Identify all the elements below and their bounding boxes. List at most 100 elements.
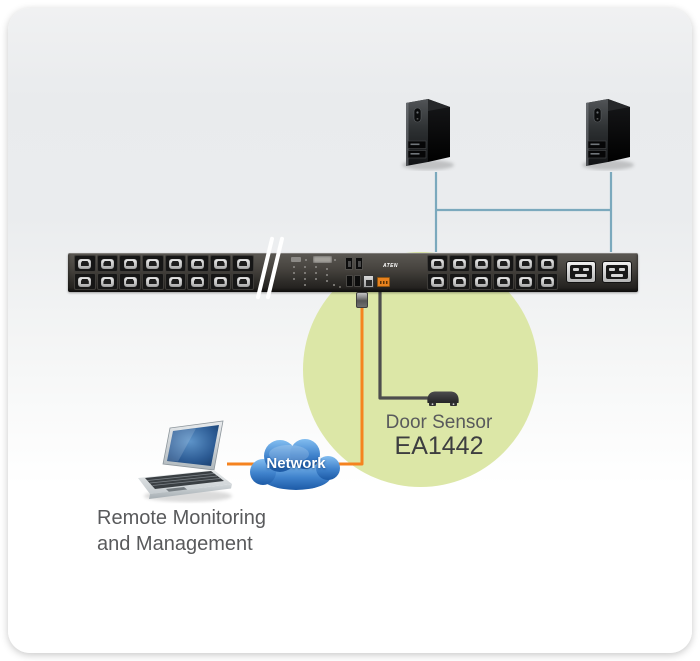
c13-outlet — [96, 273, 119, 290]
outlet-socket — [214, 276, 228, 287]
sensor-terminal-port — [377, 277, 390, 287]
outlet-socket — [541, 258, 554, 269]
pdu-left-outlet-bank — [74, 255, 254, 290]
outlet-pinhole — [521, 260, 530, 267]
outlet-pinhole — [499, 260, 508, 267]
c19-outlet — [566, 261, 596, 283]
outlet-socket — [431, 258, 444, 269]
c13-outlet — [537, 273, 558, 290]
outlet-pinhole — [543, 278, 552, 285]
remote-monitoring-line2: and Management — [97, 533, 253, 555]
outlet-socket — [78, 276, 92, 287]
c13-outlet — [74, 255, 96, 272]
outlet-socket — [123, 276, 137, 287]
model-label: EA1442 — [394, 432, 484, 460]
outlet-pinhole — [499, 278, 508, 285]
outlet-pinhole — [103, 278, 112, 285]
outlet-pinhole — [521, 278, 530, 285]
c13-outlet — [164, 255, 187, 272]
outlet-socket — [519, 276, 532, 287]
outlet-pinhole — [543, 260, 552, 267]
outlet-socket — [453, 276, 466, 287]
console-port — [354, 275, 361, 287]
outlet-pinhole — [455, 260, 464, 267]
lcd-segment — [291, 257, 301, 262]
outlet-pinhole — [433, 260, 442, 267]
outlet-pinhole — [126, 278, 135, 285]
c13-outlet — [515, 273, 536, 290]
outlet-socket — [497, 276, 510, 287]
c13-outlet — [232, 255, 254, 272]
aten-logo: ATEN — [383, 263, 398, 269]
door-sensor-icon — [427, 391, 459, 406]
c13-outlet — [96, 255, 119, 272]
c13-outlet — [515, 255, 536, 272]
c13-outlet — [232, 273, 254, 290]
c13-outlet — [449, 273, 470, 290]
breaker-ports — [345, 257, 363, 270]
pdu-right-outlet-bank — [427, 255, 558, 290]
outlet-socket — [497, 258, 510, 269]
outlet-socket — [100, 258, 114, 269]
outlet-pinhole — [477, 260, 486, 267]
c13-outlet — [141, 273, 164, 290]
outlet-pinhole — [239, 278, 248, 285]
remote-monitoring-line1: Remote Monitoring — [97, 507, 266, 529]
outlet-pinhole — [80, 278, 89, 285]
breaker-port — [355, 257, 363, 270]
c13-outlet — [141, 255, 164, 272]
status-leds — [288, 255, 290, 257]
outlet-socket — [453, 258, 466, 269]
outlet-pinhole — [239, 260, 248, 267]
c13-outlet — [493, 273, 514, 290]
remote-monitoring-label: Remote Monitoring and Management — [97, 505, 266, 557]
console-port — [346, 275, 353, 287]
c13-outlet — [209, 273, 232, 290]
outlet-pinhole — [216, 260, 225, 267]
pdu-led-panel — [288, 255, 346, 289]
outlet-pinhole — [477, 278, 486, 285]
outlet-socket — [519, 258, 532, 269]
c13-outlet — [537, 255, 558, 272]
outlet-socket — [541, 276, 554, 287]
pdu-c19-outlet-bank — [566, 261, 632, 283]
outlet-socket — [168, 258, 182, 269]
outlet-pinhole — [80, 260, 89, 267]
outlet-socket — [168, 276, 182, 287]
outlet-socket — [606, 265, 628, 279]
breaker-port — [345, 257, 353, 270]
network-label: Network — [266, 455, 326, 472]
outlet-socket — [236, 258, 250, 269]
c13-outlet — [471, 273, 492, 290]
c13-outlet — [187, 273, 209, 290]
lan-cable-plug — [356, 292, 368, 308]
pdu-port-row — [346, 275, 390, 288]
outlet-socket — [146, 258, 160, 269]
c13-outlet — [427, 273, 448, 290]
c13-outlet — [74, 273, 96, 290]
outlet-socket — [570, 265, 592, 279]
c13-outlet — [427, 255, 448, 272]
outlet-socket — [78, 258, 92, 269]
outlet-socket — [123, 258, 137, 269]
outlet-pinhole — [148, 260, 157, 267]
door-sensor-label: Door Sensor — [385, 412, 493, 433]
outlet-pinhole — [433, 278, 442, 285]
c13-outlet — [493, 255, 514, 272]
outlet-pinhole — [171, 278, 180, 285]
outlet-socket — [191, 258, 205, 269]
lan-port — [363, 275, 374, 288]
c19-outlet — [602, 261, 632, 283]
outlet-pinhole — [455, 278, 464, 285]
lcd-display — [313, 256, 332, 263]
c13-outlet — [449, 255, 470, 272]
outlet-pinhole — [148, 278, 157, 285]
outlet-pinhole — [103, 260, 112, 267]
c13-outlet — [119, 273, 141, 290]
c13-outlet — [164, 273, 187, 290]
outlet-pinhole — [126, 260, 135, 267]
server-tower-icon — [582, 99, 634, 170]
outlet-pinhole — [171, 260, 180, 267]
outlet-pinhole — [216, 278, 225, 285]
